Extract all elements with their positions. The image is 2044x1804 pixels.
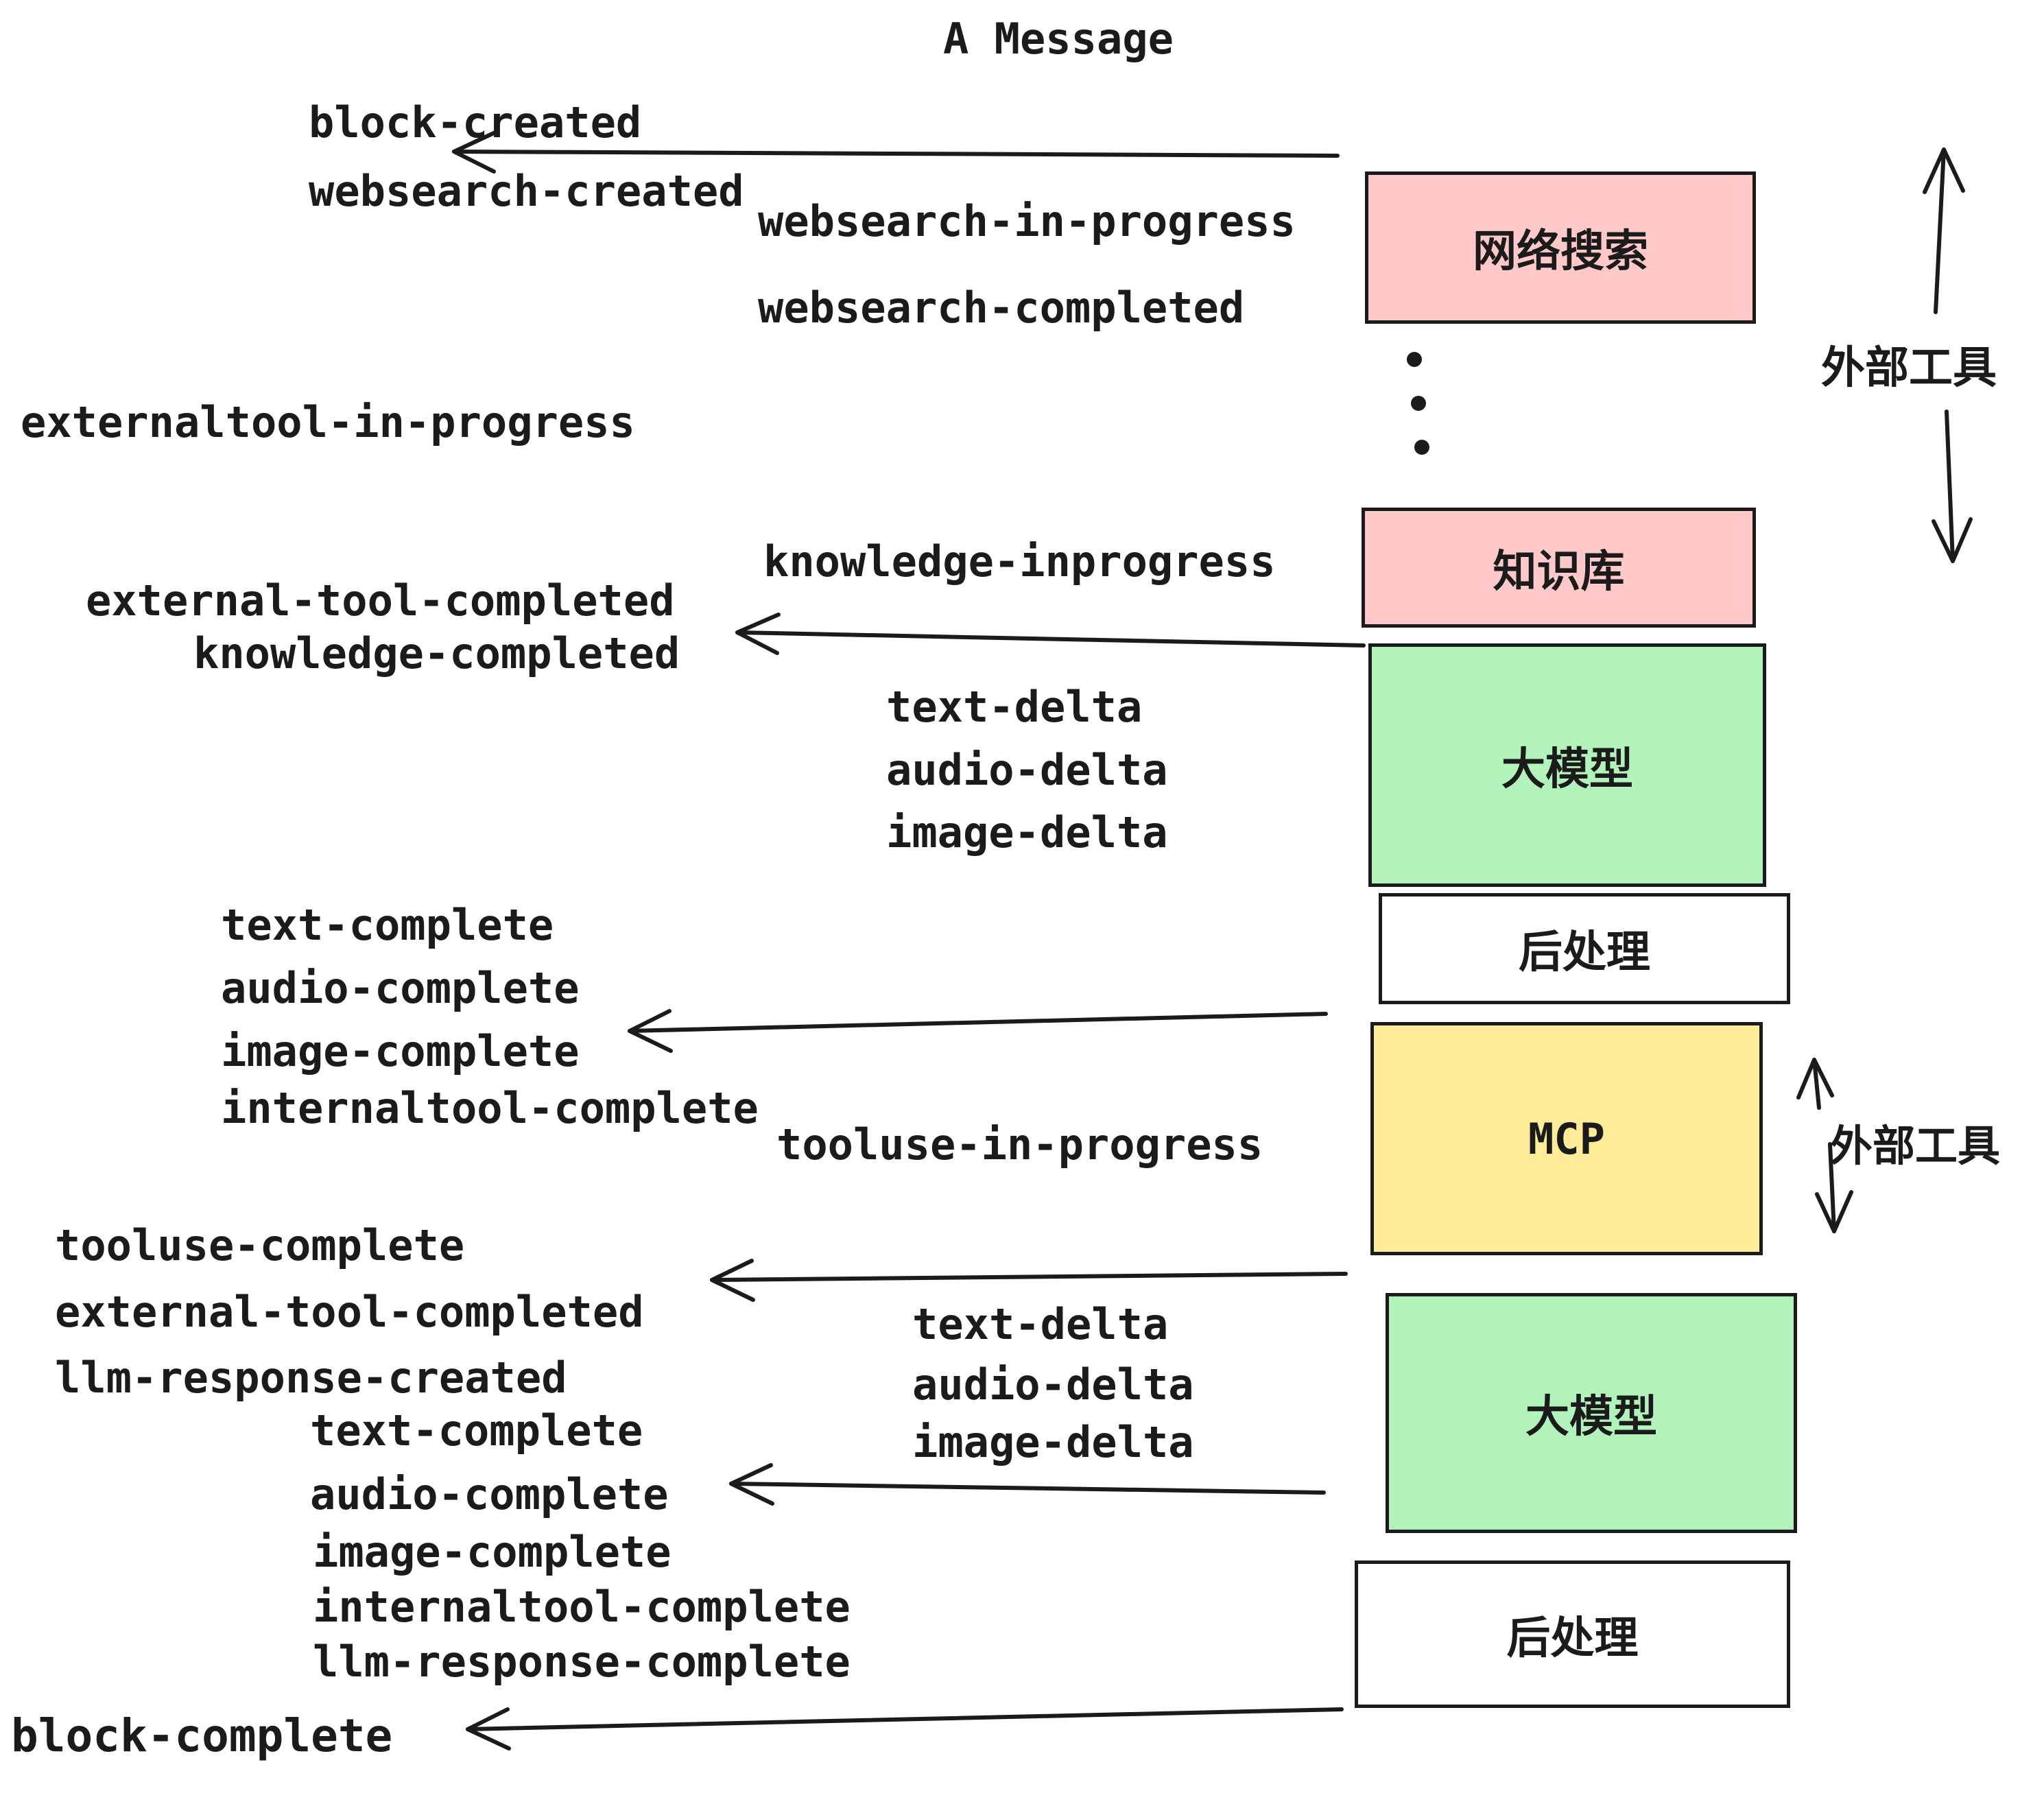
event-label-block-created: block-created xyxy=(309,97,642,147)
arrow-tooluse-complete xyxy=(710,1259,1348,1302)
event-label-block-complete: block-complete xyxy=(11,1709,393,1762)
event-label-knowledge-completed: knowledge-completed xyxy=(193,628,680,678)
arrow-external-tool-down-top xyxy=(1932,410,1973,563)
event-label-audio-complete: audio-complete xyxy=(221,963,580,1013)
event-label-llm-response-complete: llm-response-complete xyxy=(313,1637,851,1687)
box-llm-top-label: 大模型 xyxy=(1501,744,1633,795)
box-postprocess-top-label: 后处理 xyxy=(1519,927,1650,978)
diagram-title: A Message xyxy=(943,14,1174,64)
event-label-audio-delta: audio-delta xyxy=(886,745,1168,795)
arrow-knowledge-completed xyxy=(735,613,1366,655)
box-websearch-label: 网络搜索 xyxy=(1473,226,1648,277)
box-postprocess-top: 后处理 xyxy=(1379,893,1790,1004)
event-label-websearch-in-progress: websearch-in-progress xyxy=(758,196,1296,246)
ellipsis-dot xyxy=(1414,440,1429,455)
event-label-image-complete: image-complete xyxy=(221,1026,580,1076)
box-mcp-label: MCP xyxy=(1528,1113,1605,1164)
side-label-external-tool-mid: 外部工具 xyxy=(1830,1121,2001,1171)
box-llm-top: 大模型 xyxy=(1368,643,1766,887)
event-label-externaltool-in-progress: externaltool-in-progress xyxy=(21,397,635,447)
side-label-external-tool-top: 外部工具 xyxy=(1821,343,1997,394)
event-label-external-tool-completed-2: external-tool-completed xyxy=(55,1287,644,1337)
event-label-internaltool-complete-2: internaltool-complete xyxy=(313,1582,851,1632)
event-label-image-delta-2: image-delta xyxy=(912,1417,1194,1467)
event-label-tooluse-in-progress: tooluse-in-progress xyxy=(776,1119,1263,1170)
event-label-text-complete: text-complete xyxy=(221,900,554,950)
arrow-external-tool-up-mid xyxy=(1796,1058,1834,1110)
box-llm-bottom: 大模型 xyxy=(1386,1293,1797,1533)
arrow-block-complete xyxy=(466,1707,1344,1750)
box-websearch: 网络搜索 xyxy=(1365,171,1756,324)
event-label-image-complete-2: image-complete xyxy=(313,1527,672,1577)
event-label-llm-response-created: llm-response-created xyxy=(55,1353,567,1403)
arrow-audio-complete xyxy=(729,1463,1326,1506)
event-label-tooluse-complete: tooluse-complete xyxy=(55,1220,465,1270)
event-label-internaltool-complete: internaltool-complete xyxy=(221,1083,759,1133)
event-label-image-delta: image-delta xyxy=(886,807,1168,857)
ellipsis-dot xyxy=(1411,396,1426,411)
arrow-image-complete xyxy=(628,1009,1328,1053)
event-label-text-delta: text-delta xyxy=(886,682,1143,732)
event-label-websearch-completed: websearch-completed xyxy=(758,283,1245,333)
box-knowledge: 知识库 xyxy=(1362,508,1756,628)
event-label-audio-delta-2: audio-delta xyxy=(912,1360,1194,1410)
arrow-external-tool-up-top xyxy=(1923,147,1965,314)
event-label-external-tool-completed: external-tool-completed xyxy=(86,575,675,626)
event-label-websearch-created: websearch-created xyxy=(309,166,744,216)
box-mcp: MCP xyxy=(1370,1022,1763,1255)
box-llm-bottom-label: 大模型 xyxy=(1525,1392,1657,1443)
event-label-text-complete-2: text-complete xyxy=(310,1405,643,1456)
box-postprocess-bottom: 后处理 xyxy=(1355,1560,1790,1708)
box-postprocess-bottom-label: 后处理 xyxy=(1506,1613,1639,1664)
event-label-audio-complete-2: audio-complete xyxy=(310,1469,669,1519)
box-knowledge-label: 知识库 xyxy=(1493,546,1625,597)
event-label-text-delta-2: text-delta xyxy=(912,1299,1169,1349)
event-label-knowledge-inprogress: knowledge-inprogress xyxy=(763,536,1276,586)
ellipsis-dot xyxy=(1407,352,1422,367)
